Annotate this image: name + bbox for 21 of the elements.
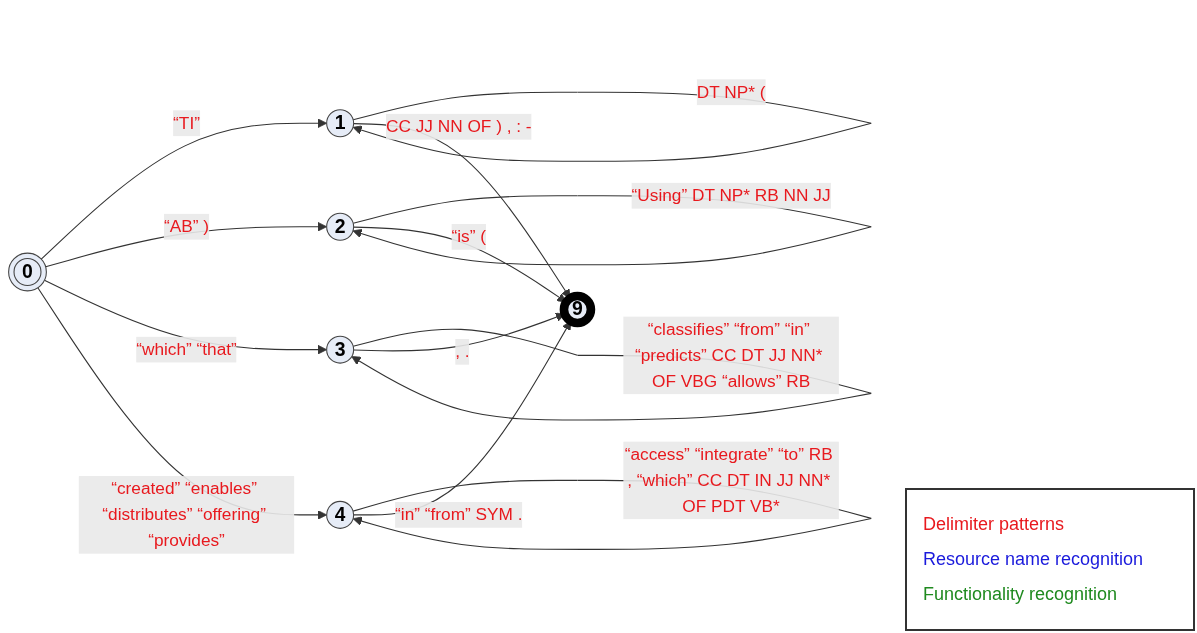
edge-label: “in” “from” SYM . — [395, 505, 523, 524]
edge-label: “TI” — [173, 113, 200, 132]
edge-label: CC JJ NN OF ) , : - — [385, 117, 532, 136]
edge-label: “classifies” “from” “in” “predicts” CC DT JJ NN* OF VBG “allows” RB — [634, 319, 823, 390]
edge-label: , . — [455, 342, 470, 361]
legend-entry: Delimiter patterns — [923, 514, 1066, 535]
node-circle: 4 — [326, 500, 355, 529]
legend-entry: Functionality recognition — [923, 584, 1119, 605]
edge-label: “Using” DT NP* RB NN JJ — [631, 186, 831, 205]
edge-label: “which” “that” — [136, 339, 237, 359]
edge-label: “AB” ) — [163, 217, 210, 236]
edge-label: “is” ( — [451, 227, 486, 246]
node-circle: 0 — [8, 252, 47, 292]
edge-label: “access” “integrate” “to” RB , “which” CC DT IN JJ NN* OF PDT VB* — [624, 444, 833, 515]
node-circle: 1 — [326, 109, 355, 138]
edge-label: “created” “enables” “distributes” “offering” “provides” — [102, 479, 266, 550]
node-circle: 9 — [559, 291, 596, 328]
node-circle: 2 — [326, 212, 355, 241]
legend-entry: Resource name recognition — [923, 549, 1145, 570]
node-circle: 3 — [326, 335, 355, 364]
edge-label: DT NP* ( — [696, 82, 766, 101]
